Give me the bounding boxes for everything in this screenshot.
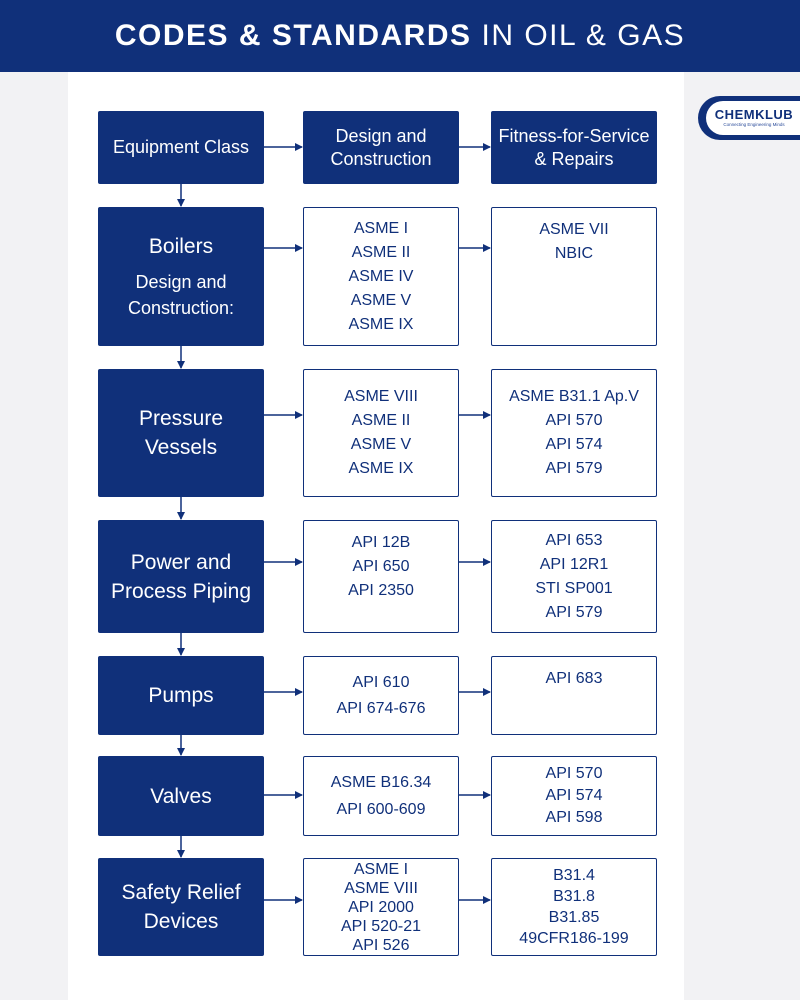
fitness-pressure-vessels: ASME B31.1 Ap.V API 570 API 574 API 579 [491, 369, 657, 497]
category-piping: Power and Process Piping [98, 520, 264, 633]
standard-item: ASME II [351, 412, 411, 429]
standard-item: API 579 [545, 603, 603, 621]
standard-item: API 526 [352, 936, 410, 954]
standard-item: ASME B16.34 [330, 774, 432, 791]
head-equipment-class-label: Equipment Class [112, 137, 250, 157]
page-header: CODES & STANDARDS IN OIL & GAS [0, 0, 800, 72]
title-light: IN OIL & GAS [481, 19, 686, 52]
standard-item: ASME IV [348, 267, 414, 285]
standard-item: API 12B [351, 534, 411, 551]
design-piping: API 12B API 650 API 2350 [303, 520, 459, 633]
design-pressure-vessels: ASME VIII ASME II ASME V ASME IX [303, 369, 459, 497]
standard-item: B31.8 [553, 888, 595, 905]
category-pressure-vessels: Pressure Vessels [98, 369, 264, 497]
standard-item: API 653 [545, 531, 603, 549]
fitness-pumps: API 683 [491, 656, 657, 735]
standard-item: ASME IX [348, 460, 414, 477]
standard-item: B31.4 [553, 867, 595, 884]
standard-item: ASME VIII [344, 388, 418, 405]
standard-item: API 12R1 [539, 555, 609, 573]
standard-item: API 683 [545, 670, 603, 687]
head-design: Design and Construction [303, 111, 459, 184]
category-boilers: Boilers Design and Construction: [98, 207, 264, 346]
logo-name: CHEMKLUB [714, 107, 794, 122]
title-bold: CODES & STANDARDS [114, 19, 472, 52]
design-boilers: ASME I ASME II ASME IV ASME V ASME IX [303, 207, 459, 346]
category-label: Pressure Vessels [138, 407, 224, 459]
design-valves: ASME B16.34 API 600-609 [303, 756, 459, 836]
category-pumps: Pumps [98, 656, 264, 735]
standard-item: ASME VIII [344, 879, 418, 897]
head-equipment-class: Equipment Class [98, 111, 264, 184]
category-label: Boilers [148, 235, 214, 258]
standard-item: API 579 [545, 460, 603, 477]
standard-item: ASME I [353, 860, 409, 878]
fitness-boilers: ASME VII NBIC [491, 207, 657, 346]
head-design-label: Design and Construction [330, 125, 432, 169]
standard-item: ASME V [350, 436, 412, 453]
fitness-valves: API 570 API 574 API 598 [491, 756, 657, 836]
fitness-safety-relief: B31.4 B31.8 B31.85 49CFR186-199 [491, 858, 657, 956]
standard-item: ASME I [353, 219, 409, 237]
chemklub-logo: CHEMKLUB Connecting Engineering Minds [698, 96, 800, 140]
category-sublabel: Design and Construction: [127, 272, 235, 318]
category-valves: Valves [98, 756, 264, 836]
standard-item: API 2000 [348, 898, 414, 916]
standard-item: ASME VII [539, 221, 609, 238]
standard-item: B31.85 [548, 909, 600, 926]
standard-item: API 610 [352, 673, 410, 691]
head-fitness: Fitness-for-Service & Repairs [491, 111, 657, 184]
standard-item: API 598 [545, 809, 603, 826]
fitness-piping: API 653 API 12R1 STI SP001 API 579 [491, 520, 657, 633]
category-label: Valves [150, 784, 212, 808]
standard-item: ASME II [351, 243, 411, 261]
standard-item: ASME B31.1 Ap.V [509, 388, 639, 405]
category-label: Pumps [148, 684, 214, 707]
standard-item: API 574 [545, 436, 603, 453]
standard-item: API 650 [352, 558, 410, 575]
standard-item: API 520-21 [340, 917, 422, 935]
logo-tagline: Connecting Engineering Minds [723, 122, 785, 127]
standard-item: STI SP001 [535, 579, 613, 597]
design-pumps: API 610 API 674-676 [303, 656, 459, 735]
design-safety-relief: ASME I ASME VIII API 2000 API 520-21 API… [303, 858, 459, 956]
standard-item: API 570 [545, 765, 603, 782]
standard-item: API 2350 [348, 582, 414, 599]
category-label: Power and Process Piping [110, 550, 252, 603]
logo-badge: CHEMKLUB Connecting Engineering Minds [706, 101, 800, 135]
category-label: Safety Relief Devices [121, 881, 241, 933]
head-fitness-label: Fitness-for-Service & Repairs [498, 125, 650, 169]
standard-item: API 600-609 [336, 801, 426, 818]
standard-item: ASME V [350, 291, 412, 309]
standard-item: ASME IX [348, 315, 414, 333]
standard-item: 49CFR186-199 [519, 930, 629, 947]
standard-item: API 570 [545, 412, 603, 429]
standard-item: NBIC [554, 245, 594, 262]
standard-item: API 574 [545, 787, 603, 804]
category-safety-relief: Safety Relief Devices [98, 858, 264, 956]
standard-item: API 674-676 [336, 699, 426, 717]
